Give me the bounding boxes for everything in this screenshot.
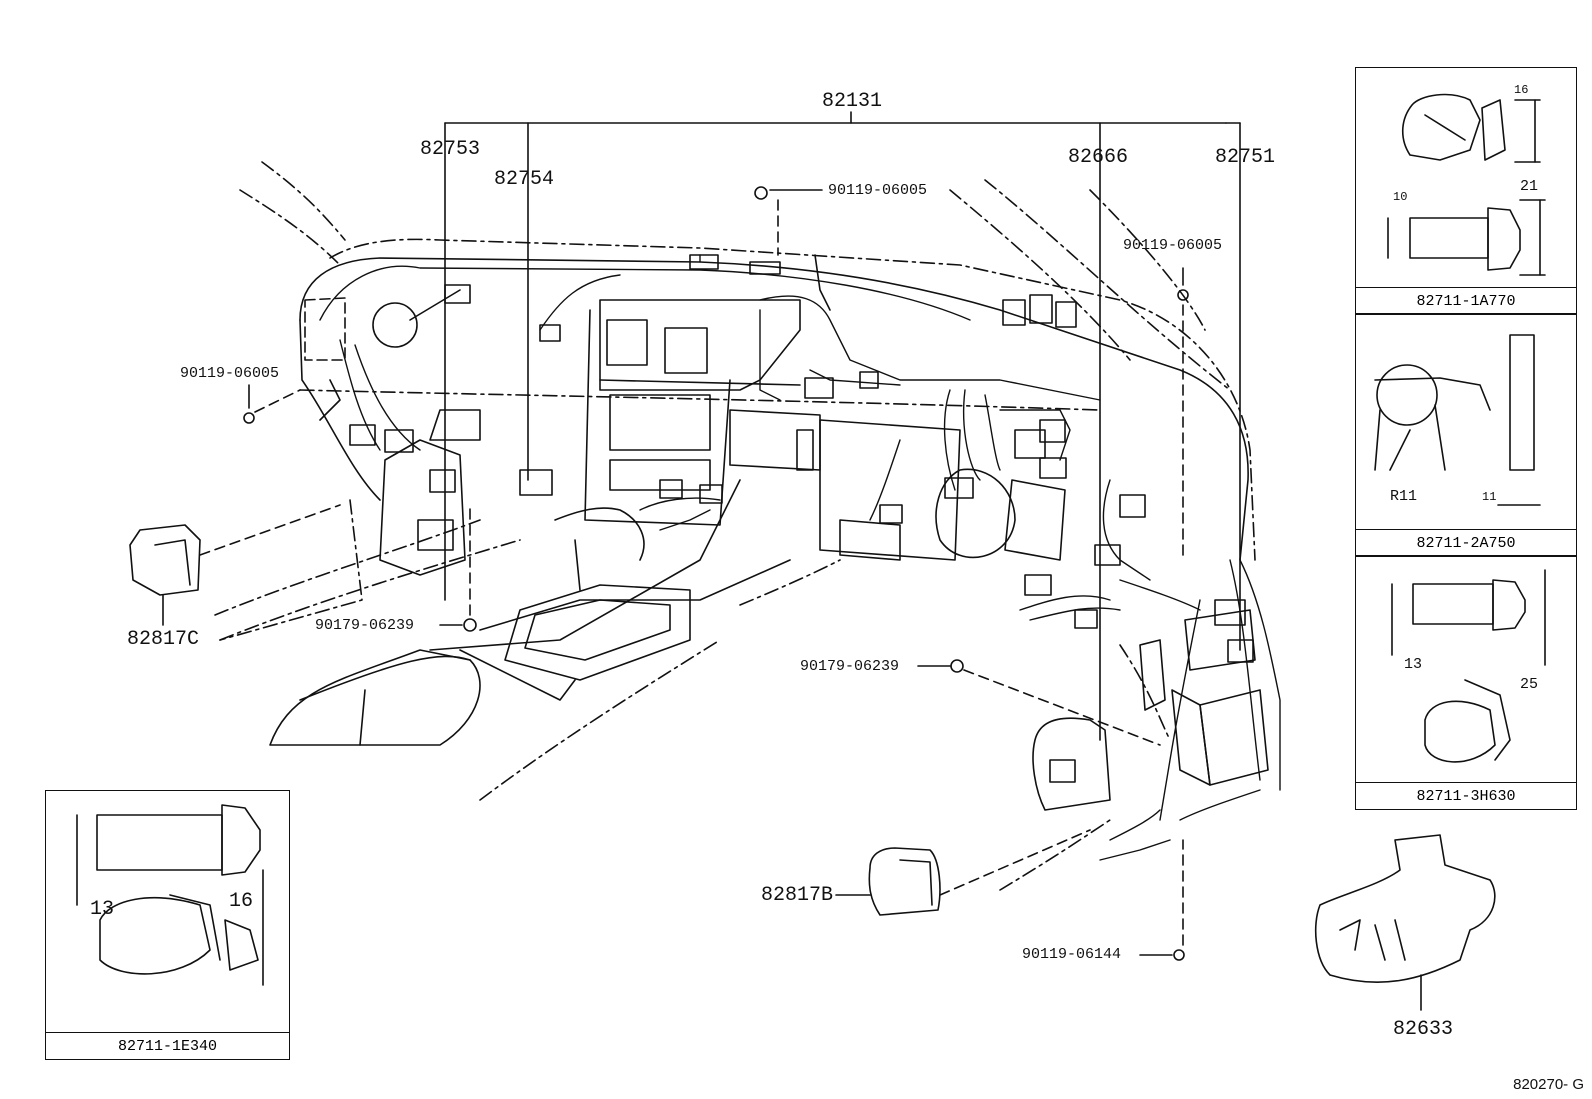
dimension-label: 16 [229,890,254,913]
fasteners [243,186,1189,961]
callout-bolt-left: 90119-06005 [180,365,280,382]
callout-82751: 82751 [1215,146,1276,169]
figure-code: 820270- G [1513,1076,1584,1093]
inset-part-number: 82711-1A770 [1356,287,1576,314]
dimension-label: 13 [1404,656,1423,673]
wiring-harness [319,254,1281,861]
callout-bolt-bottom: 90119-06144 [1022,946,1122,963]
bracket-82817b-shape [835,829,1091,916]
callout-bolt-top: 90119-06005 [828,182,928,199]
bracket-82817c-shape [129,504,341,626]
dimension-label: 11 [1482,490,1497,504]
callout-82131: 82131 [822,90,883,113]
inset-box-1e340: 82711-1E340 [45,790,290,1060]
callout-82754: 82754 [494,168,555,191]
inset-1a770-drawing [1387,93,1546,276]
callout-82817c: 82817C [127,628,200,651]
callout-bolt-right: 90119-06005 [1123,237,1223,254]
callout-82817b: 82817B [761,884,834,907]
dimension-label: 21 [1520,178,1539,195]
callout-nut-left: 90179-06239 [315,617,415,634]
callout-nut-center: 90179-06239 [800,658,900,675]
inset-2a750-drawing [1374,334,1541,506]
main-harness-leader [444,111,1241,741]
inset-1e340-drawing [76,804,264,986]
dimension-label: 16 [1514,83,1529,97]
protector-82633-shape [1314,834,1496,1011]
dimension-label: 13 [90,898,115,921]
dimension-label: R11 [1390,488,1418,505]
dashboard-panel [299,257,1249,651]
inset-part-number: 82711-3H630 [1356,782,1576,809]
inset-box-1a770: 82711-1A770 [1355,67,1577,315]
body-outline [214,161,1256,891]
dimension-label: 10 [1393,190,1408,204]
inset-part-number: 82711-1E340 [46,1032,289,1059]
inset-3h630-drawing [1391,569,1546,763]
inset-box-3h630: 82711-3H630 [1355,555,1577,810]
protector-82666-part [1032,717,1111,811]
callout-82753: 82753 [420,138,481,161]
callout-82666: 82666 [1068,146,1129,169]
ecu-module [1139,599,1269,786]
dimension-label: 25 [1520,676,1539,693]
inset-box-2a750: 82711-2A750 [1355,313,1577,557]
steering-area [304,284,553,576]
inset-part-number: 82711-2A750 [1356,529,1576,556]
callout-82633: 82633 [1393,1018,1454,1041]
center-console [269,507,791,746]
harness-connectors [349,254,1146,629]
